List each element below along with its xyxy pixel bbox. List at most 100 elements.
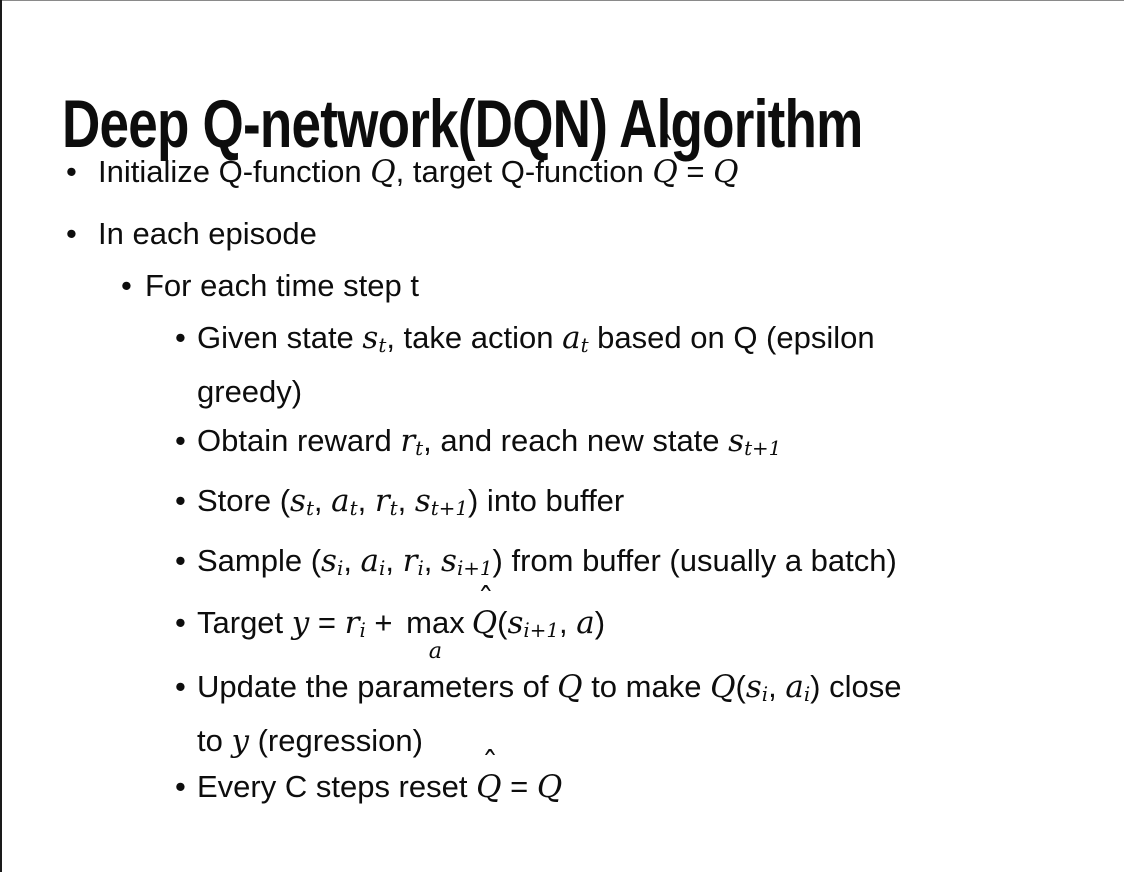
hat-accent: ˆ — [481, 744, 499, 783]
bullet-text: Store (st, at, rt, st+1) into buffer — [197, 478, 1110, 532]
text-run: Every C steps reset — [197, 769, 477, 805]
math-variable: Q — [713, 154, 739, 190]
math-variable: r — [400, 422, 416, 459]
text-run: , target Q-function — [395, 154, 653, 189]
bullet-item-9: • Update the parameters of Q to make Q(si… — [175, 664, 1110, 764]
text-run: In each episode — [98, 216, 317, 251]
math-variable: r — [344, 604, 360, 641]
bullet-marker: • — [175, 669, 186, 705]
math-variable: s — [745, 669, 762, 706]
text-run: = — [309, 604, 345, 640]
max-label: max — [406, 604, 465, 640]
text-run: , — [397, 482, 415, 518]
text-run: Obtain reward — [197, 422, 401, 458]
math-subscript: i+1 — [523, 618, 559, 642]
bullet-marker: • — [121, 268, 132, 303]
text-run: ) — [594, 604, 606, 640]
math-variable: Q — [476, 769, 502, 806]
math-variable: y — [231, 723, 249, 760]
text-run: , — [343, 542, 361, 578]
text-run: , and reach new state — [423, 422, 729, 458]
math-subscript: i+1 — [456, 556, 493, 580]
math-variable: Q — [652, 154, 678, 190]
bullet-item-6: •Store (st, at, rt, st+1) into buffer — [175, 478, 1110, 532]
bullet-marker: • — [175, 482, 186, 518]
bullet-list: •Initialize Q-function Q, target Q-funct… — [0, 133, 1110, 810]
text-run: For each time step t — [145, 268, 419, 303]
slide-top-edge — [0, 0, 1124, 1]
text-run: Update the parameters of — [197, 669, 558, 705]
bullet-item-4: •Given state st, take action at based on… — [175, 315, 1110, 415]
hat-accent: ˆ — [477, 580, 494, 619]
math-variable: a — [360, 542, 380, 579]
math-subscript: t — [389, 496, 398, 520]
text-run: , — [313, 482, 332, 518]
bullet-marker: • — [66, 216, 77, 251]
bullet-marker: • — [175, 769, 186, 805]
math-variable: s — [507, 604, 524, 641]
math-variable: a — [562, 320, 581, 356]
math-subscript: i — [359, 618, 366, 642]
bullet-item-1: •Initialize Q-function Q, target Q-funct… — [66, 133, 1110, 195]
math-variable: Q — [471, 604, 498, 641]
math-subscript: i — [761, 683, 769, 707]
max-under-variable: a — [428, 637, 443, 664]
text-run: , — [558, 604, 577, 640]
math-subscript: t — [415, 436, 424, 460]
hat-accent: ˆ — [658, 129, 675, 168]
text-run: to — [197, 723, 232, 759]
text-run: ) into buffer — [468, 482, 625, 518]
math-subscript: i — [336, 556, 344, 580]
bullet-marker: • — [175, 320, 186, 355]
math-variable: Q — [557, 669, 583, 706]
math-variable: a — [331, 482, 350, 519]
bullet-text: Initialize Q-function Q, target Q-functi… — [98, 133, 1110, 195]
math-variable: s — [290, 482, 306, 519]
math-variable: Q — [710, 669, 736, 706]
bullet-text: In each episode — [98, 211, 1110, 257]
bullet-text: Update the parameters of Q to make Q(si,… — [197, 664, 1110, 764]
math-subscript: t+1 — [430, 496, 468, 520]
math-subscript: t — [349, 496, 358, 520]
math-variable: s — [441, 542, 457, 579]
text-run: to make — [582, 669, 711, 705]
bullet-item-3: • For each time step t — [121, 263, 1110, 309]
bullet-item-7: •Sample (si, ai, ri, si+1) from buffer (… — [175, 538, 1110, 592]
slide-title: Deep Q-network(DQN) Algorithm — [62, 85, 863, 162]
text-run: Store ( — [197, 482, 291, 518]
math-variable: r — [374, 482, 390, 519]
math-variable: y — [291, 604, 310, 641]
bullet-item-5: • Obtain reward rt, and reach new state s… — [175, 418, 1110, 472]
math-subscript: t+1 — [744, 436, 782, 460]
math-variable: Q — [370, 154, 396, 190]
math-subscript: i — [379, 556, 386, 580]
bullet-marker: • — [175, 422, 186, 458]
text-run: based on Q (epsilon — [588, 320, 875, 355]
math-subscript: t — [305, 496, 314, 520]
math-subscript: i — [417, 556, 424, 580]
text-run: , — [768, 669, 786, 705]
math-subscript: t — [378, 333, 387, 357]
bullet-text: Given state st, take action at based on … — [197, 315, 1110, 415]
text-run: , — [357, 482, 375, 518]
text-run: = — [677, 154, 714, 189]
text-run: , — [423, 542, 442, 578]
text-run: , — [385, 542, 403, 578]
text-run: greedy) — [197, 373, 303, 409]
slide-left-edge — [0, 0, 2, 872]
bullet-text: Obtain reward rt, and reach new state st… — [197, 418, 1110, 472]
math-variable: Q — [536, 769, 563, 806]
bullet-marker: • — [66, 154, 77, 189]
math-variable: s — [728, 422, 745, 459]
text-run: = — [501, 769, 537, 805]
text-run: Initialize Q-function — [98, 154, 371, 189]
bullet-marker: • — [175, 604, 186, 640]
